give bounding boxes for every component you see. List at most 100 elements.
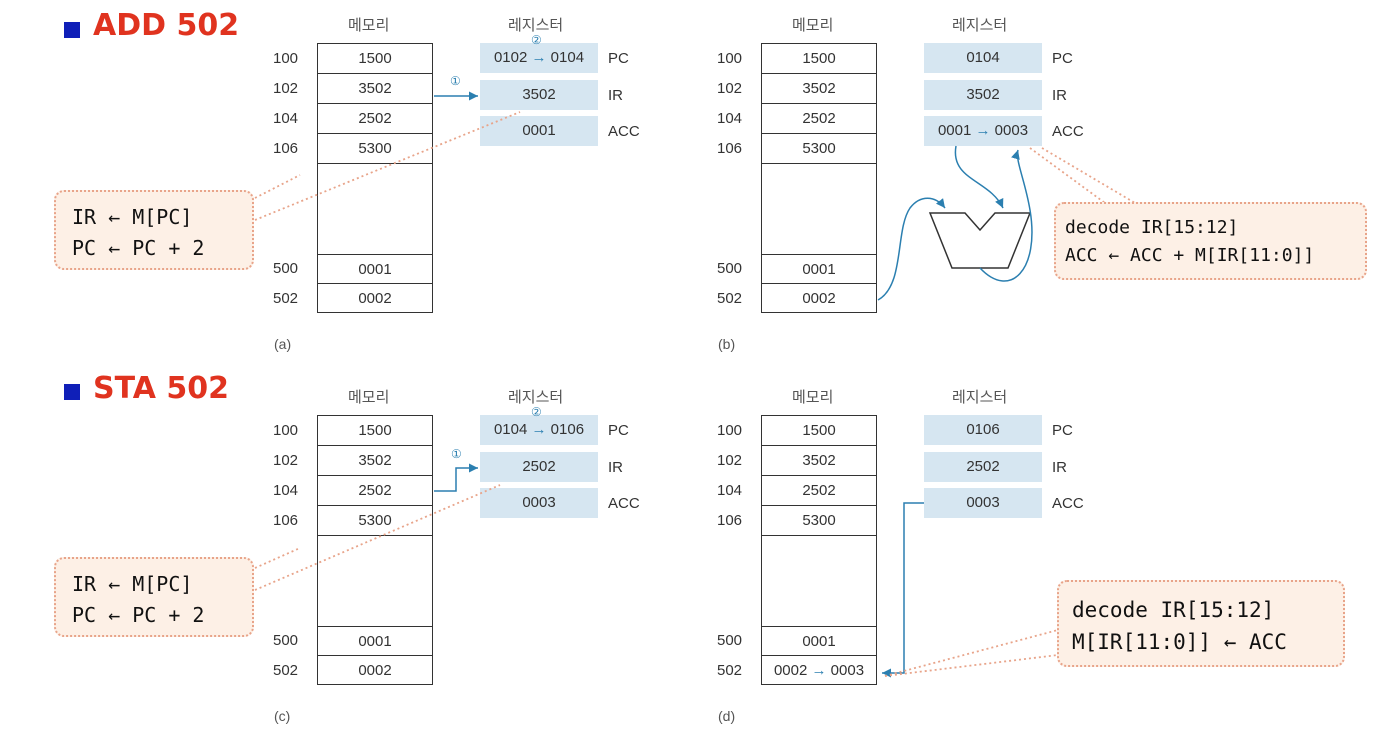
acc-old-value: 0001 [937, 122, 972, 139]
register-pc: 0102 → 0104 [480, 43, 598, 73]
memory-new-value: 0003 [830, 662, 865, 679]
register-heading: 레지스터 [508, 17, 564, 34]
alu-shape [928, 212, 1032, 269]
memory-cell: 0001 [762, 626, 876, 656]
register-acc: 0003 [924, 488, 1042, 518]
pc-old-value: 0104 [493, 421, 528, 438]
address-label: 104 [717, 482, 743, 499]
note-line: decode IR[15:12] [1072, 598, 1275, 622]
register-heading: 레지스터 [952, 17, 1008, 34]
register-label-pc: PC [1052, 422, 1073, 439]
memory-block: 1500 3502 2502 5300 0001 0002 [317, 415, 433, 685]
memory-heading: 메모리 [792, 389, 834, 406]
memory-cell: 0001 [318, 254, 432, 284]
right-arrow-icon: → [531, 421, 547, 438]
panel-caption: (c) [274, 708, 291, 724]
memory-cell: 1500 [318, 44, 432, 74]
memory-cell: 5300 [318, 506, 432, 536]
register-heading: 레지스터 [508, 389, 564, 406]
address-label: 100 [273, 422, 299, 439]
register-ir: 3502 [924, 80, 1042, 110]
register-label-pc: PC [608, 50, 629, 67]
note-line: PC ← PC + 2 [72, 603, 205, 627]
memory-cell: 2502 [762, 476, 876, 506]
section-bullet-add [64, 22, 80, 38]
section-title-add: ADD 502 [93, 8, 240, 43]
address-label: 502 [273, 662, 299, 679]
address-label: 104 [273, 482, 299, 499]
memory-cell: 2502 [762, 104, 876, 134]
callout-leader [254, 111, 521, 221]
alu-to-acc-arrow [979, 149, 1033, 282]
memory-cell: 2502 [318, 104, 432, 134]
memory-cell: 5300 [762, 134, 876, 164]
callout-leader [1029, 147, 1106, 204]
address-label: 106 [273, 512, 299, 529]
address-label: 104 [273, 110, 299, 127]
right-arrow-icon: → [811, 662, 827, 679]
memory-cell: 3502 [762, 74, 876, 104]
register-heading: 레지스터 [952, 389, 1008, 406]
address-label: 502 [273, 290, 299, 307]
register-acc: 0001 [480, 116, 598, 146]
register-label-pc: PC [1052, 50, 1073, 67]
panel-c: 메모리 레지스터 100 102 104 106 500 502 1500 35… [268, 386, 708, 741]
pc-new-value: 0106 [550, 421, 585, 438]
memory-cell: 5300 [762, 506, 876, 536]
address-label: 500 [273, 260, 299, 277]
register-pc: 0104 → 0106 [480, 415, 598, 445]
callout-leader [1041, 147, 1136, 204]
panel-d: 메모리 레지스터 100 102 104 106 500 502 1500 35… [712, 386, 1152, 741]
memory-cell-updated: 0002 → 0003 [762, 656, 876, 686]
step-marker: ② [531, 33, 542, 47]
address-label: 106 [717, 512, 743, 529]
memory-heading: 메모리 [348, 389, 390, 406]
register-label-ir: IR [608, 87, 623, 104]
memory-cell: 0002 [358, 290, 392, 307]
memory-cell: 1500 [762, 416, 876, 446]
panel-caption: (d) [718, 708, 736, 724]
fetch-note-top: IR ← M[PC] PC ← PC + 2 [54, 190, 254, 270]
memory-cell: 3502 [318, 74, 432, 104]
panel-b: 메모리 레지스터 100 102 104 106 500 502 1500 35… [712, 14, 1152, 369]
register-ir: 2502 [480, 452, 598, 482]
note-line: IR ← M[PC] [72, 205, 193, 229]
acc-to-alu-arrow [954, 145, 1004, 209]
address-label: 100 [273, 50, 299, 67]
callout-leader [884, 629, 1059, 677]
memory-cell: 0001 [318, 626, 432, 656]
address-label: 102 [717, 80, 743, 97]
memory-cell: 1500 [318, 416, 432, 446]
right-arrow-icon: → [975, 122, 991, 139]
callout-leader [254, 174, 301, 199]
callout-leader [884, 654, 1059, 677]
sta-exec-note: decode IR[15:12] M[IR[11:0]] ← ACC [1057, 580, 1345, 667]
register-acc: 0003 [480, 488, 598, 518]
address-label: 502 [717, 290, 743, 307]
register-label-acc: ACC [608, 123, 640, 140]
pc-old-value: 0102 [493, 49, 528, 66]
register-ir: 3502 [480, 80, 598, 110]
step-marker: ② [531, 405, 542, 419]
register-label-ir: IR [608, 459, 623, 476]
callout-leader [254, 484, 501, 591]
register-acc: 0001 → 0003 [924, 116, 1042, 146]
add-exec-note: decode IR[15:12] ACC ← ACC + M[IR[11:0]] [1054, 202, 1367, 280]
pc-new-value: 0104 [550, 49, 585, 66]
address-label: 102 [717, 452, 743, 469]
panel-a: 메모리 레지스터 100 102 104 106 500 502 1500 35… [268, 14, 708, 369]
address-label: 500 [717, 260, 743, 277]
memory-block: 1500 3502 2502 5300 0001 0002 [317, 43, 433, 313]
memory-cell: 3502 [762, 446, 876, 476]
fetch-note-bottom: IR ← M[PC] PC ← PC + 2 [54, 557, 254, 637]
acc-new-value: 0003 [994, 122, 1029, 139]
address-label: 102 [273, 452, 299, 469]
note-line: ACC ← ACC + M[IR[11:0]] [1065, 245, 1315, 266]
address-label: 500 [273, 632, 299, 649]
register-label-acc: ACC [1052, 123, 1084, 140]
register-pc: 0106 [924, 415, 1042, 445]
memory-cell: 3502 [318, 446, 432, 476]
mem-to-alu-arrow [877, 197, 946, 301]
memory-old-value: 0002 [773, 662, 808, 679]
